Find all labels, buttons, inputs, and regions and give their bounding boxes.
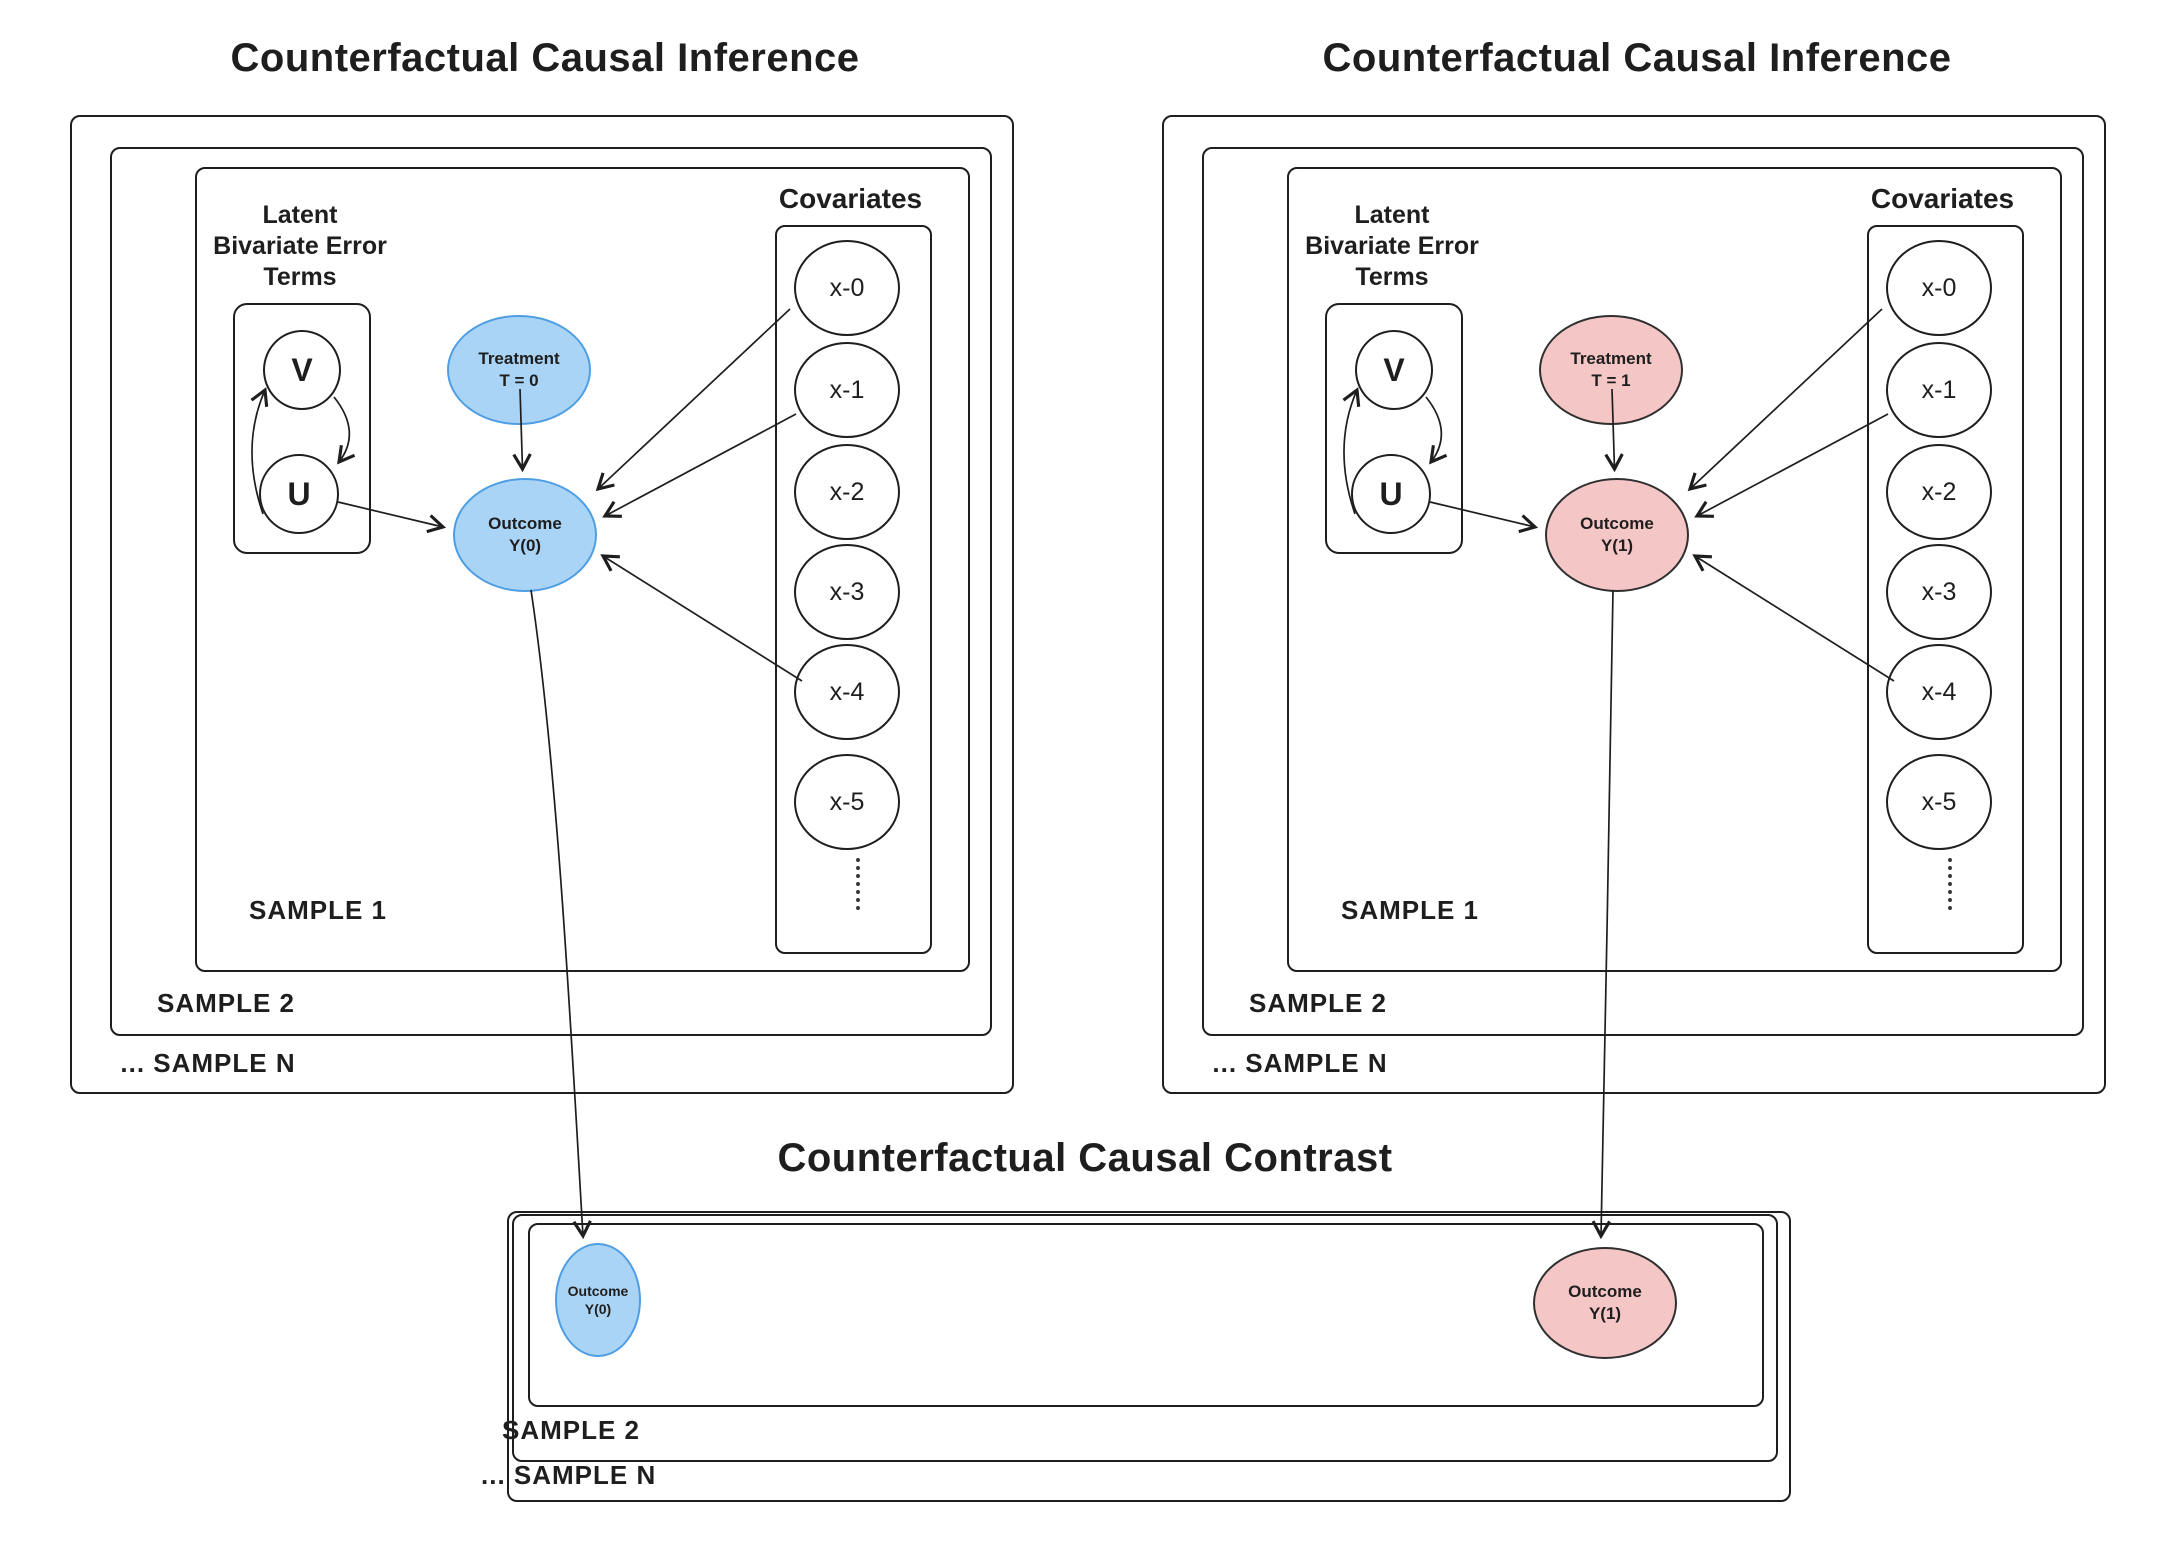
left-outcome-node: Outcome Y(0) [453, 478, 597, 592]
contrast-sample-2-box [512, 1214, 1778, 1462]
contrast-outcome-treated-line2: Y(1) [1588, 1304, 1622, 1323]
right-treatment-line2: T = 1 [1591, 371, 1631, 390]
right-covariates-ellipsis-dots [1948, 858, 1952, 910]
left-sample-n-label: ... SAMPLE N [120, 1048, 296, 1078]
right-covariate-x4-label: x-4 [1921, 677, 1957, 706]
right-covariate-x5: x-5 [1886, 754, 1992, 850]
left-covariate-x5: x-5 [794, 754, 900, 850]
right-sample-2-label: SAMPLE 2 [1248, 988, 1388, 1018]
left-node-u-label: U [287, 475, 311, 512]
left-covariate-x3-label: x-3 [829, 577, 865, 606]
right-covariate-x2-label: x-2 [1921, 477, 1957, 506]
right-treatment-line1: Treatment [1570, 349, 1652, 368]
left-treatment-node: Treatment T = 0 [447, 315, 591, 425]
left-latent-line3: Terms [263, 263, 337, 291]
contrast-sample-2-label: SAMPLE 2 [501, 1415, 641, 1445]
right-panel-title: Counterfactual Causal Inference [1322, 36, 1952, 80]
left-covariate-x2-label: x-2 [829, 477, 865, 506]
right-treatment-node: Treatment T = 1 [1539, 315, 1683, 425]
left-node-u: U [259, 454, 339, 534]
right-latent-line3: Terms [1355, 263, 1429, 291]
left-latent-label: Latent Bivariate Error Terms [190, 200, 410, 293]
left-covariates-title: Covariates [778, 183, 923, 214]
contrast-outcome-control-node: Outcome Y(0) [555, 1243, 641, 1357]
right-sample-2-box [1202, 147, 2084, 1036]
right-sample-1-label: SAMPLE 1 [1340, 895, 1480, 925]
left-panel-title: Counterfactual Causal Inference [230, 36, 860, 80]
right-covariates-title: Covariates [1870, 183, 2015, 214]
right-covariate-x3-label: x-3 [1921, 577, 1957, 606]
right-node-v-label: V [1383, 351, 1405, 388]
right-sample-1-box [1287, 167, 2062, 972]
right-node-u: U [1351, 454, 1431, 534]
right-covariate-x0: x-0 [1886, 240, 1992, 336]
right-covariate-x3: x-3 [1886, 544, 1992, 640]
right-covariate-x1: x-1 [1886, 342, 1992, 438]
left-outcome-line1: Outcome [488, 514, 562, 533]
right-latent-label: Latent Bivariate Error Terms [1282, 200, 1502, 293]
left-treatment-line1: Treatment [478, 349, 560, 368]
right-outcome-line2: Y(1) [1600, 536, 1634, 555]
right-covariate-x2: x-2 [1886, 444, 1992, 540]
right-node-v: V [1355, 330, 1433, 410]
right-latent-line1: Latent [1354, 201, 1430, 229]
left-latent-line2: Bivariate Error [213, 232, 387, 260]
left-treatment-line2: T = 0 [499, 371, 539, 390]
left-node-v-label: V [291, 351, 313, 388]
left-error-terms-box [233, 303, 371, 554]
contrast-outcome-control-line1: Outcome [567, 1283, 629, 1299]
contrast-outcome-treated-node: Outcome Y(1) [1533, 1247, 1677, 1359]
right-covariate-x4: x-4 [1886, 644, 1992, 740]
left-covariate-x0-label: x-0 [829, 273, 865, 302]
right-covariate-x0-label: x-0 [1921, 273, 1957, 302]
right-covariate-x5-label: x-5 [1921, 787, 1957, 816]
right-latent-line2: Bivariate Error [1305, 232, 1479, 260]
left-node-v: V [263, 330, 341, 410]
contrast-sample-n-label: ... SAMPLE N [481, 1460, 657, 1490]
left-latent-line1: Latent [262, 201, 338, 229]
right-outcome-line1: Outcome [1580, 514, 1654, 533]
contrast-outcome-treated-line1: Outcome [1568, 1282, 1642, 1301]
right-sample-n-label: ... SAMPLE N [1212, 1048, 1388, 1078]
right-node-u-label: U [1379, 475, 1403, 512]
left-covariate-x0: x-0 [794, 240, 900, 336]
left-covariate-x1-label: x-1 [829, 375, 865, 404]
right-outcome-node: Outcome Y(1) [1545, 478, 1689, 592]
left-outcome-line2: Y(0) [508, 536, 542, 555]
contrast-panel-title: Counterfactual Causal Contrast [777, 1136, 1393, 1180]
left-covariates-ellipsis-dots [856, 858, 860, 910]
contrast-sample-1-box [528, 1223, 1764, 1407]
left-covariate-x3: x-3 [794, 544, 900, 640]
right-covariate-x1-label: x-1 [1921, 375, 1957, 404]
left-sample-1-label: SAMPLE 1 [248, 895, 388, 925]
right-sample-n-box [1162, 115, 2106, 1094]
contrast-outcome-control-line2: Y(0) [584, 1301, 612, 1317]
left-covariate-x2: x-2 [794, 444, 900, 540]
contrast-sample-n-box [507, 1211, 1791, 1502]
left-covariate-x4: x-4 [794, 644, 900, 740]
left-covariate-x4-label: x-4 [829, 677, 865, 706]
left-covariate-x5-label: x-5 [829, 787, 865, 816]
left-covariate-x1: x-1 [794, 342, 900, 438]
left-sample-2-label: SAMPLE 2 [156, 988, 296, 1018]
right-error-terms-box [1325, 303, 1463, 554]
